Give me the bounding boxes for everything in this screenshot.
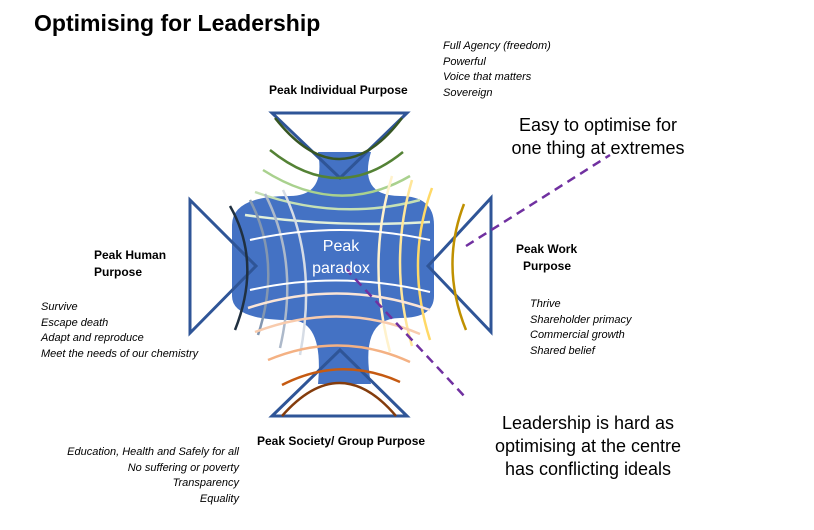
right-arcs (377, 175, 468, 353)
peak-work-attributes: Thrive Shareholder primacy Commercial gr… (530, 297, 632, 359)
attribute-item: Thrive (530, 298, 561, 310)
peak-human-label-line1: Peak Human (94, 248, 167, 262)
attribute-item: Commercial growth (530, 329, 625, 341)
attribute-item: Voice that matters (443, 71, 532, 83)
center-label-line1: Peak (322, 238, 360, 255)
attribute-item: Sovereign (443, 86, 493, 99)
callout-bottom-line3: has conflicting ideals (504, 459, 672, 479)
attribute-item: Adapt and reproduce (41, 332, 144, 344)
peak-human-label: Peak Human Purpose (94, 247, 166, 281)
triangle-bottom (268, 347, 411, 418)
callout-bottom: Leadership is hard as optimising at the … (478, 412, 698, 481)
peak-individual-attributes: Full Agency (freedom) Powerful Voice tha… (443, 39, 551, 101)
attribute-item: No suffering or poverty (127, 461, 239, 474)
peak-individual-label: Peak Individual Purpose (269, 83, 408, 97)
attribute-item: Escape death (41, 316, 109, 329)
peak-human-label-line2: Purpose (94, 265, 143, 279)
callout-bottom-line1: Leadership is hard as (501, 413, 675, 433)
inner-arcs (249, 229, 431, 293)
callout-top: Easy to optimise for one thing at extrem… (498, 114, 698, 160)
peak-work-label-line2: Purpose (523, 259, 572, 273)
attribute-item: Education, Health and Safely for all (67, 446, 239, 458)
peak-society-attributes: Education, Health and Safely for all No … (40, 445, 239, 507)
triangle-right (425, 194, 493, 336)
attribute-item: Powerful (443, 55, 486, 68)
attribute-item: Transparency (172, 477, 239, 489)
left-arcs (228, 189, 308, 356)
top-arcs (244, 117, 431, 226)
attribute-item: Equality (199, 492, 239, 505)
attribute-item: Shared belief (530, 344, 595, 357)
peak-work-label: Peak Work Purpose (516, 241, 577, 275)
callout-top-line1: Easy to optimise for (518, 115, 678, 135)
callout-top-line2: one thing at extremes (511, 138, 685, 158)
page-title: Optimising for Leadership (34, 10, 321, 36)
triangle-left (188, 196, 259, 337)
attribute-item: Survive (41, 301, 78, 313)
attribute-item: Full Agency (freedom) (443, 40, 551, 52)
peak-society-label: Peak Society/ Group Purpose (257, 434, 426, 448)
peak-work-label-line1: Peak Work (516, 242, 578, 256)
attribute-item: Meet the needs of our chemistry (41, 347, 199, 360)
center-label: Peak paradox (304, 236, 378, 280)
attribute-item: Shareholder primacy (530, 313, 632, 326)
dashed-line-top (465, 153, 611, 248)
peak-human-attributes: Survive Escape death Adapt and reproduce… (41, 300, 198, 362)
callout-bottom-line2: optimising at the centre (494, 436, 682, 456)
center-label-line2: paradox (312, 260, 370, 277)
